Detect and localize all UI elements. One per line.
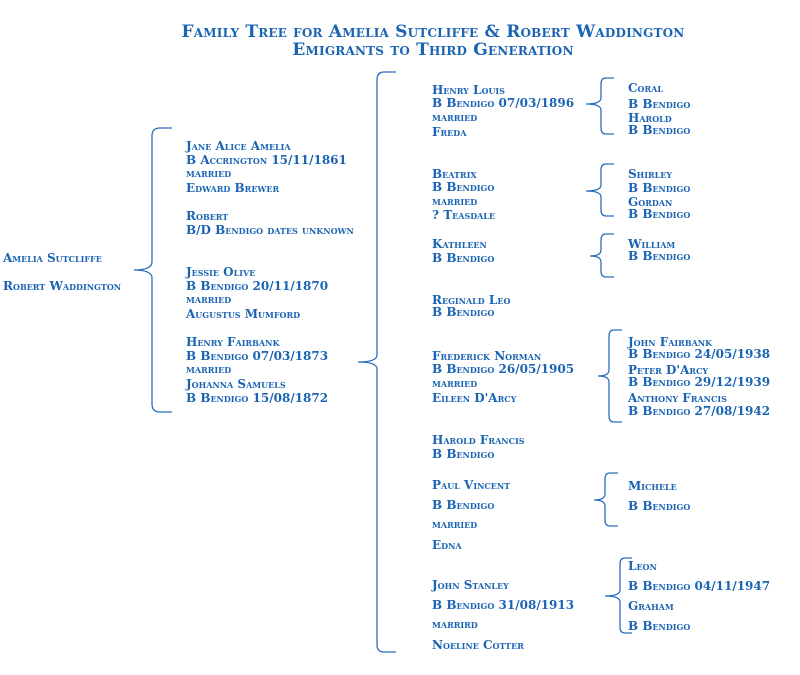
gen2-jane-birth: B Accrington 15/11/1861 — [186, 153, 347, 167]
gen4-anthony-name: Anthony Francis — [628, 391, 727, 405]
gen3-beatrix-name: Beatrix — [432, 167, 477, 181]
gen4-harold-name: Harold — [628, 111, 672, 125]
bracket-john-stanley — [604, 557, 632, 634]
bracket-gen1 — [133, 127, 172, 413]
gen2-jessie-name: Jessie Olive — [186, 265, 256, 279]
title-line-1: Family Tree for Amelia Sutcliffe & Rober… — [181, 22, 685, 42]
gen4-harold-birth: B Bendigo — [628, 123, 691, 137]
gen3-kathleen-birth: B Bendigo — [432, 251, 495, 265]
gen3-frederick-married: married — [432, 377, 478, 390]
gen2-henry-spouse-birth: B Bendigo 15/08/1872 — [186, 391, 329, 405]
gen3-frederick-spouse: Eileen D'Arcy — [432, 391, 517, 405]
gen3-paul-birth: B Bendigo — [432, 498, 495, 512]
gen4-anthony-birth: B Bendigo 27/08/1942 — [628, 404, 771, 418]
gen2-robert-dates: B/D Bendigo dates unknown — [186, 223, 354, 237]
gen2-henry-birth: B Bendigo 07/03/1873 — [186, 349, 329, 363]
gen4-shirley-name: Shirley — [628, 167, 673, 181]
gen4-william-birth: B Bendigo — [628, 249, 691, 263]
gen3-john-stanley-married: marrird — [432, 618, 478, 631]
gen2-jane-married: married — [186, 167, 232, 180]
gen4-michele-birth: B Bendigo — [628, 499, 691, 513]
gen3-beatrix-spouse: ? Teasdale — [432, 208, 496, 222]
gen3-reginald-birth: B Bendigo — [432, 305, 495, 319]
bracket-henry-louis — [585, 77, 614, 135]
gen4-michele-name: Michele — [628, 479, 677, 493]
gen4-william-name: William — [628, 237, 676, 251]
gen2-jessie-spouse: Augustus Mumford — [186, 307, 301, 321]
gen4-peter-birth: B Bendigo 29/12/1939 — [628, 375, 771, 389]
gen4-leon-birth: B Bendigo 04/11/1947 — [628, 579, 771, 593]
gen3-frederick-name: Frederick Norman — [432, 349, 542, 363]
gen3-paul-married: married — [432, 518, 478, 531]
gen3-henry-louis-married: married — [432, 111, 478, 124]
gen3-john-stanley-birth: B Bendigo 31/08/1913 — [432, 598, 575, 612]
gen2-henry-name: Henry Fairbank — [186, 335, 280, 349]
gen3-beatrix-married: married — [432, 195, 478, 208]
gen3-frederick-birth: B Bendigo 26/05/1905 — [432, 362, 575, 376]
gen3-henry-louis-spouse: Freda — [432, 125, 467, 139]
gen3-harold-francis-birth: B Bendigo — [432, 447, 495, 461]
gen3-reginald-name: Reginald Leo — [432, 293, 511, 307]
title-line-2: Emigrants to Third Generation — [292, 40, 574, 60]
bracket-paul — [593, 472, 618, 527]
gen4-graham-name: Graham — [628, 599, 674, 613]
gen2-jessie-married: married — [186, 293, 232, 306]
gen3-john-stanley-name: John Stanley — [432, 578, 509, 592]
gen2-jessie-birth: B Bendigo 20/11/1870 — [186, 279, 329, 293]
gen4-coral-name: Coral — [628, 81, 663, 95]
gen4-gordan-birth: B Bendigo — [628, 207, 691, 221]
gen4-graham-birth: B Bendigo — [628, 619, 691, 633]
gen3-paul-name: Paul Vincent — [432, 478, 511, 492]
bracket-beatrix — [585, 163, 614, 217]
bracket-kathleen — [589, 233, 614, 278]
gen3-kathleen-name: Kathleen — [432, 237, 487, 251]
bracket-frederick — [597, 329, 622, 423]
gen4-john-fairbank-name: John Fairbank — [628, 335, 713, 349]
gen3-henry-louis-name: Henry Louis — [432, 83, 505, 97]
gen2-henry-married: married — [186, 363, 232, 376]
gen2-jane-name: Jane Alice Amelia — [186, 139, 291, 153]
gen4-shirley-birth: B Bendigo — [628, 181, 691, 195]
gen3-john-stanley-spouse: Noeline Cotter — [432, 638, 524, 652]
gen3-harold-francis-name: Harold Francis — [432, 433, 525, 447]
gen3-beatrix-birth: B Bendigo — [432, 180, 495, 194]
gen4-leon-name: Leon — [628, 559, 657, 573]
gen2-henry-spouse: Johanna Samuels — [186, 377, 286, 391]
gen4-peter-name: Peter D'Arcy — [628, 363, 709, 377]
gen2-jane-spouse: Edward Brewer — [186, 181, 280, 195]
person-amelia-sutcliffe: Amelia Sutcliffe — [3, 251, 102, 265]
gen4-john-fairbank-birth: B Bendigo 24/05/1938 — [628, 347, 771, 361]
person-robert-waddington: Robert Waddington — [3, 279, 122, 293]
gen4-gordan-name: Gordan — [628, 195, 673, 209]
gen4-coral-birth: B Bendigo — [628, 97, 691, 111]
gen3-paul-spouse: Edna — [432, 538, 462, 552]
bracket-gen2 — [357, 71, 396, 653]
gen3-henry-louis-birth: B Bendigo 07/03/1896 — [432, 96, 575, 110]
gen2-robert-name: Robert — [186, 209, 229, 223]
